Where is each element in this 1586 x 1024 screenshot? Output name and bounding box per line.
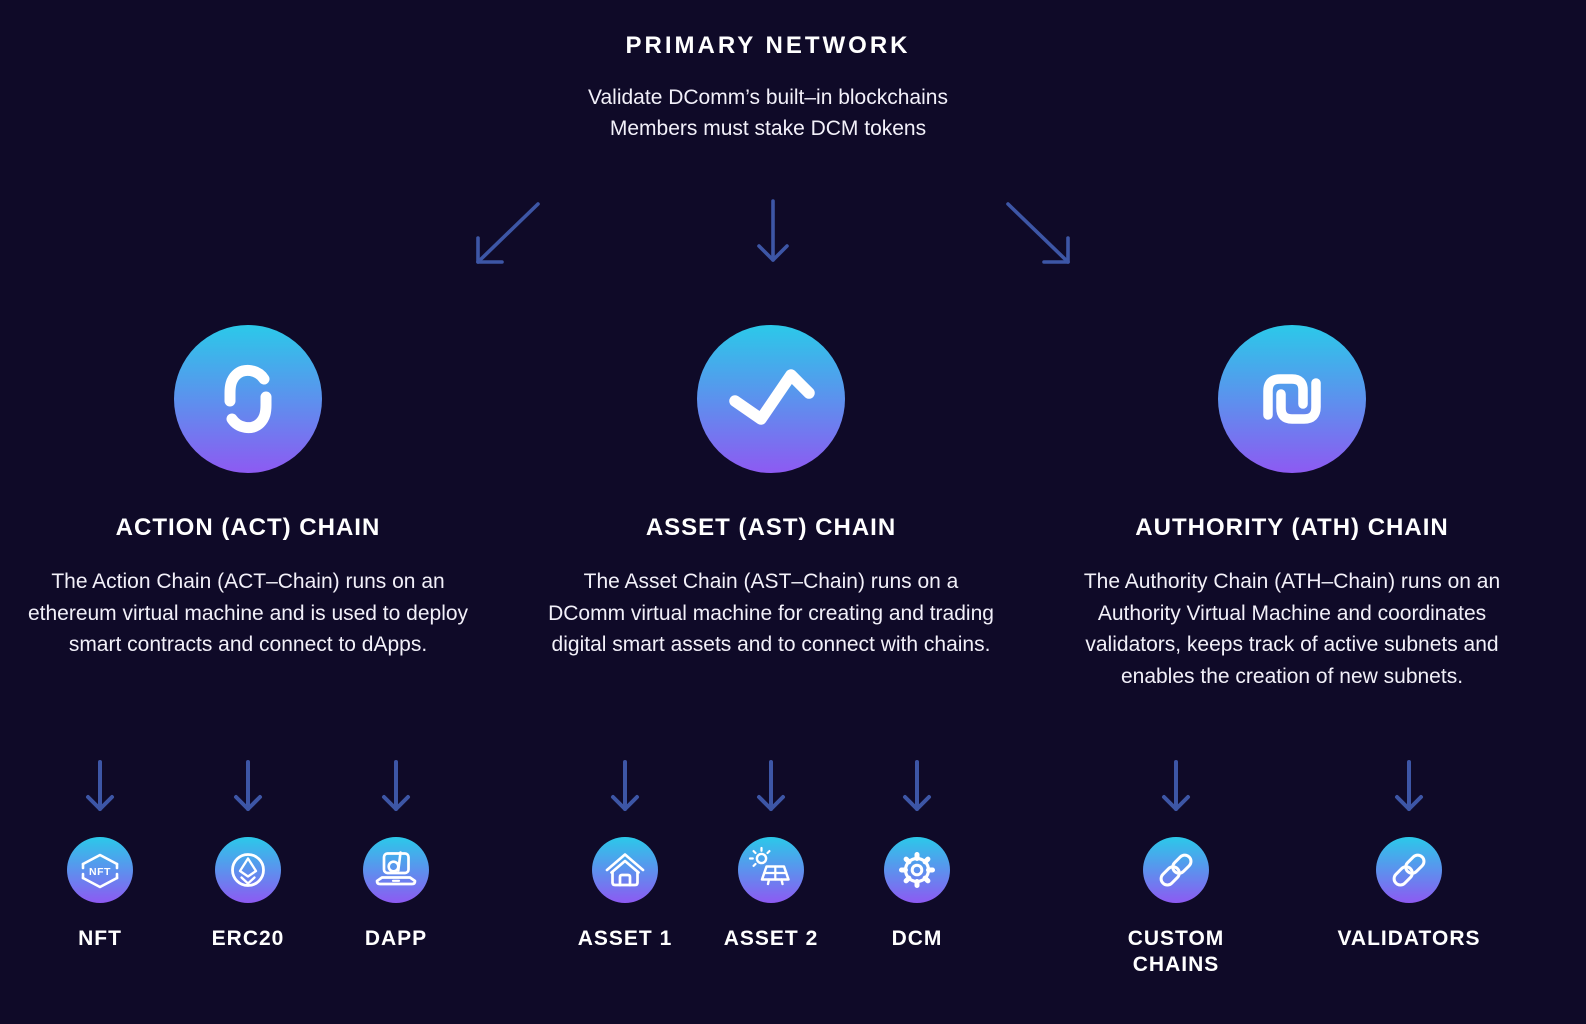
arrow-down-icon [86, 760, 114, 811]
arrow-down-icon [757, 760, 785, 811]
child-node-validators: VALIDATORS [1324, 760, 1494, 952]
child-node-nft: NFT NFT [15, 760, 185, 952]
asset-1-badge [592, 837, 658, 903]
action-chain-title: ACTION (ACT) CHAIN [115, 514, 381, 541]
arrow-down-icon [757, 199, 789, 262]
header-subtitle-line2: Members must stake DCM tokens [609, 117, 927, 140]
erc20-ethereum-icon [231, 853, 265, 887]
child-node-dcm: DCM [832, 760, 1002, 952]
dapp-laptop-icon [375, 851, 417, 886]
child-label-validators: VALIDATORS [1337, 927, 1481, 950]
action-chain-badge [174, 325, 322, 473]
asset-chain-description: The Asset Chain (AST–Chain) runs on a DC… [548, 570, 994, 656]
arrow-down-icon [611, 760, 639, 811]
s-link-icon [224, 364, 272, 434]
authority-chain-title: AUTHORITY (ATH) CHAIN [1135, 514, 1449, 541]
arrow-down-icon [1162, 760, 1190, 811]
asset-2-badge [738, 837, 804, 903]
arrow-down-right-icon [1006, 202, 1070, 264]
nft-badge: NFT [67, 837, 133, 903]
page-title: PRIMARY NETWORK [625, 32, 911, 59]
child-label-nft: NFT [78, 927, 122, 950]
child-node-asset-1: ASSET 1 [540, 760, 710, 952]
chain-link-icon [1159, 853, 1193, 887]
arrow-down-icon [382, 760, 410, 811]
house-icon [605, 853, 645, 887]
solar-panel-icon [748, 846, 790, 886]
child-node-dapp: DAPP [311, 760, 481, 952]
header-subtitle-line1: Validate DComm’s built–in blockchains [588, 86, 948, 109]
child-node-custom-chains: CUSTOM CHAINS [1091, 760, 1261, 978]
authority-chain-badge [1218, 325, 1366, 473]
nft-hexagon-icon: NFT [81, 853, 119, 889]
child-label-custom-chains: CUSTOM CHAINS [1127, 927, 1225, 976]
shekel-interlock-icon [1263, 374, 1321, 424]
child-label-asset-2: ASSET 2 [723, 927, 819, 950]
asset-chain-badge [697, 325, 845, 473]
child-label-dcm: DCM [891, 927, 943, 950]
arrow-down-icon [903, 760, 931, 811]
validators-badge [1376, 837, 1442, 903]
arrow-down-icon [234, 760, 262, 811]
asset-chain-title: ASSET (AST) CHAIN [645, 514, 897, 541]
child-node-erc20: ERC20 [163, 760, 333, 952]
child-node-asset-2: ASSET 2 [686, 760, 856, 952]
child-label-dapp: DAPP [364, 927, 428, 950]
arrow-down-icon [1395, 760, 1423, 811]
arrow-down-left-icon [476, 202, 540, 264]
primary-network-header: PRIMARY NETWORK Validate DComm’s built–i… [468, 32, 1068, 144]
custom-chains-badge [1143, 837, 1209, 903]
child-label-asset-1: ASSET 1 [577, 927, 673, 950]
child-label-erc20: ERC20 [211, 927, 285, 950]
svg-text:NFT: NFT [89, 866, 111, 878]
action-chain-description: The Action Chain (ACT–Chain) runs on an … [27, 570, 469, 656]
gear-icon [899, 852, 935, 888]
chain-link-icon [1392, 853, 1426, 887]
erc20-badge [215, 837, 281, 903]
dapp-badge [363, 837, 429, 903]
authority-chain-description: The Authority Chain (ATH–Chain) runs on … [1083, 570, 1501, 688]
dcm-badge [884, 837, 950, 903]
zigzag-trend-icon [729, 369, 815, 425]
